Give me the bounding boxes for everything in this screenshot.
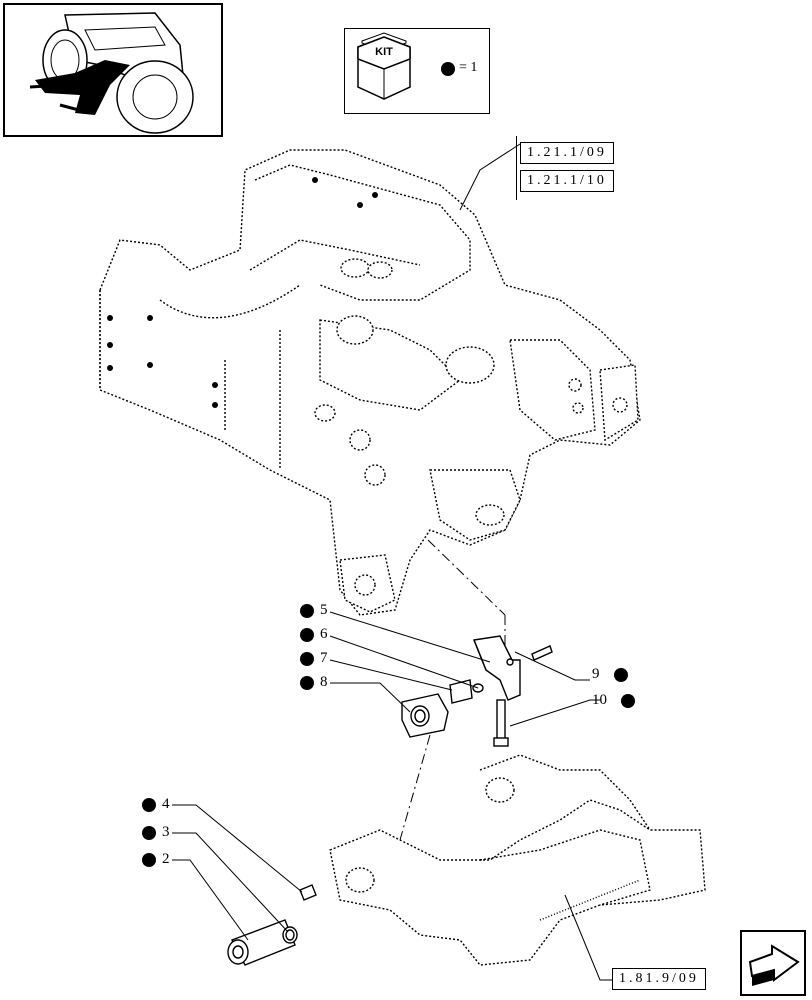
callout-4: 4 — [142, 796, 170, 813]
kit-dot-icon — [300, 603, 314, 618]
callout-3: 3 — [142, 824, 170, 841]
callout-label: 3 — [162, 824, 170, 840]
kit-dot-icon — [300, 627, 314, 642]
callout-label: 6 — [320, 626, 328, 642]
callout-label: 9 — [592, 666, 600, 682]
front-support-housing — [99, 149, 641, 616]
callout-5: 5 — [300, 602, 328, 619]
kit-label: KIT — [375, 46, 393, 58]
kit-legend: KIT = 1 — [344, 28, 490, 114]
reference-link-bottom[interactable]: 1.81.9/09 — [612, 968, 706, 990]
callout-label: 5 — [320, 602, 328, 618]
reference-bracket — [516, 136, 517, 200]
next-page-arrow-icon — [748, 944, 800, 986]
kit-dot-icon — [142, 797, 156, 812]
callout-9: 9 — [592, 666, 628, 683]
callout-label: 10 — [592, 692, 607, 708]
pin-part — [231, 919, 296, 966]
callout-2: 2 — [142, 851, 170, 868]
callout-7: 7 — [300, 650, 328, 667]
tractor-thumbnail — [3, 3, 223, 137]
reference-link-top-2[interactable]: 1.21.1/10 — [520, 170, 614, 192]
callout-6: 6 — [300, 626, 328, 643]
axle-support — [329, 799, 706, 966]
next-page-button[interactable] — [740, 930, 806, 996]
reference-link-top-1[interactable]: 1.21.1/09 — [520, 142, 614, 164]
kit-dot-icon — [613, 667, 628, 682]
kit-dot-icon — [142, 825, 156, 840]
callout-label: 8 — [320, 674, 328, 690]
callout-label: 2 — [162, 851, 170, 867]
kit-dot-icon — [300, 651, 314, 666]
callout-label: 7 — [320, 650, 328, 666]
kit-dot-icon — [621, 693, 635, 708]
kit-box-icon: KIT — [357, 32, 455, 100]
kit-dot-icon — [300, 675, 314, 690]
callout-8: 8 — [300, 674, 328, 691]
tractor-thumbnail-icon — [29, 12, 194, 134]
callout-10: 10 — [592, 692, 635, 709]
callout-label: 4 — [162, 796, 170, 812]
bracket-part — [473, 635, 521, 701]
kit-dot-icon — [441, 62, 455, 76]
kit-legend-text: = 1 — [459, 60, 478, 75]
kit-dot-icon — [142, 852, 156, 867]
